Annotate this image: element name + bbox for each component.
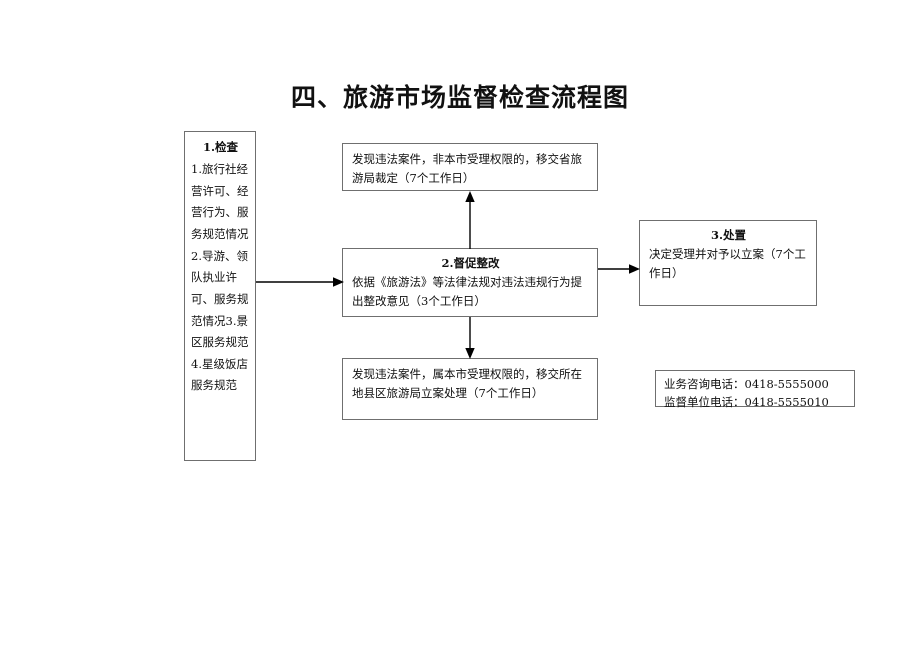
contact-info-box: 业务咨询电话：0418-5555000 监督单位电话：0418-5555010 (655, 370, 855, 409)
node-transfer-to-province: 发现违法案件，非本市受理权限的，移交省旅游局裁定（7个工作日） (342, 143, 598, 191)
contact-business-phone: 业务咨询电话：0418-5555000 (664, 377, 829, 391)
contact-info-content: 业务咨询电话：0418-5555000 监督单位电话：0418-5555010 (656, 371, 854, 417)
node-transfer-to-province-content: 发现违法案件，非本市受理权限的，移交省旅游局裁定（7个工作日） (343, 144, 597, 193)
node-disposal-content: 3.处置 决定受理并对予以立案（7个工作日） (640, 221, 816, 289)
node-rectification-content: 2.督促整改 依据《旅游法》等法律法规对违法违规行为提出整改意见（3个工作日） (343, 249, 597, 317)
arrow-rectification-to-province (463, 191, 477, 249)
node-rectification: 2.督促整改 依据《旅游法》等法律法规对违法违规行为提出整改意见（3个工作日） (342, 248, 598, 317)
node-transfer-to-local-body: 发现违法案件，属本市受理权限的，移交所在地县区旅游局立案处理（7个工作日） (352, 367, 582, 400)
node-rectification-body: 依据《旅游法》等法律法规对违法违规行为提出整改意见（3个工作日） (352, 275, 582, 308)
node-transfer-to-province-body: 发现违法案件，非本市受理权限的，移交省旅游局裁定（7个工作日） (352, 152, 582, 185)
node-rectification-title: 2.督促整改 (441, 256, 500, 270)
node-transfer-to-local-content: 发现违法案件，属本市受理权限的，移交所在地县区旅游局立案处理（7个工作日） (343, 359, 597, 408)
arrow-inspection-to-rectification (256, 275, 344, 289)
node-disposal-body: 决定受理并对予以立案（7个工作日） (649, 247, 806, 280)
node-inspection-content: 1.检查 1.旅行社经营许可、经营行为、服务规范情况2.导游、领队执业许可、服务… (185, 132, 255, 401)
arrow-rectification-to-disposal (598, 262, 640, 276)
node-inspection-title: 1.检查 (202, 140, 238, 154)
arrow-rectification-to-local (463, 317, 477, 359)
page-title: 四、旅游市场监督检查流程图 (290, 83, 629, 112)
node-disposal-title: 3.处置 (710, 228, 746, 242)
node-disposal: 3.处置 决定受理并对予以立案（7个工作日） (639, 220, 817, 306)
contact-supervision-phone: 监督单位电话：0418-5555010 (664, 394, 829, 409)
node-transfer-to-local: 发现违法案件，属本市受理权限的，移交所在地县区旅游局立案处理（7个工作日） (342, 358, 598, 420)
node-inspection: 1.检查 1.旅行社经营许可、经营行为、服务规范情况2.导游、领队执业许可、服务… (184, 131, 256, 461)
node-inspection-body: 1.旅行社经营许可、经营行为、服务规范情况2.导游、领队执业许可、服务规范情况3… (191, 162, 249, 393)
